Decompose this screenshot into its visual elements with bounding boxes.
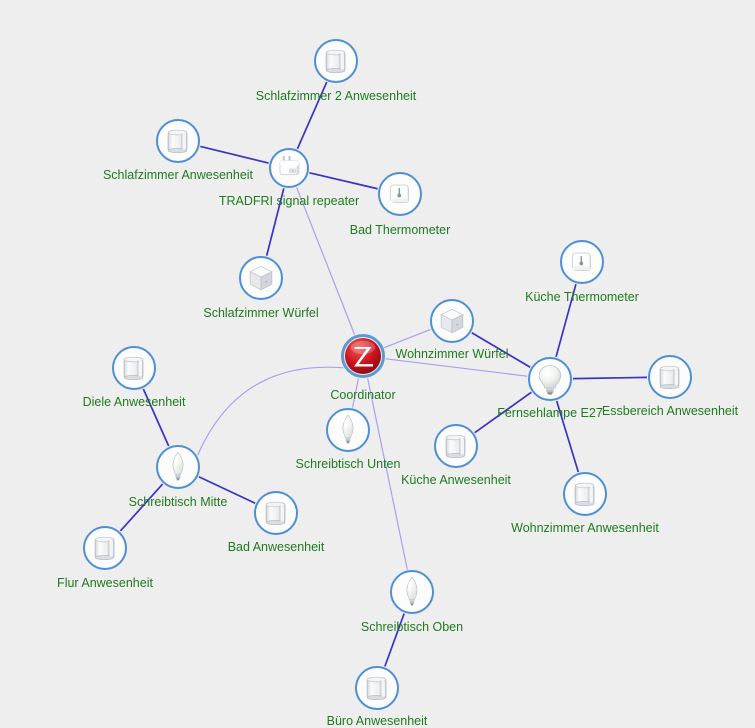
bulb-e27-icon: [528, 357, 572, 401]
node-label-schreibtisch_unten: Schreibtisch Unten: [295, 457, 401, 471]
node-wohnzimmer_wuerfel[interactable]: [430, 299, 474, 343]
node-bad_thermometer[interactable]: [378, 172, 422, 216]
motion-sensor-icon: [434, 424, 478, 468]
node-label-schlafzimmer_anwesenheit: Schlafzimmer Anwesenheit: [102, 168, 254, 182]
node-fernsehlampe_e27[interactable]: [528, 357, 572, 401]
node-diele_anwesenheit[interactable]: [112, 346, 156, 390]
motion-sensor-icon: [314, 39, 358, 83]
zigbee-coordinator-icon: [341, 334, 385, 378]
node-label-bad_thermometer: Bad Thermometer: [349, 223, 451, 237]
motion-sensor-icon: [254, 491, 298, 535]
node-kueche_anwesenheit[interactable]: [434, 424, 478, 468]
node-schlafzimmer_wuerfel[interactable]: [239, 256, 283, 300]
node-buero_anwesenheit[interactable]: [355, 666, 399, 710]
motion-sensor-icon: [83, 526, 127, 570]
motion-sensor-icon: [648, 355, 692, 399]
thermometer-icon: [560, 240, 604, 284]
cube-sensor-icon: [430, 299, 474, 343]
node-label-buero_anwesenheit: Büro Anwesenheit: [326, 714, 428, 728]
node-label-coordinator: Coordinator: [330, 388, 396, 402]
node-label-wohnzimmer_wuerfel: Wohnzimmer Würfel: [395, 347, 509, 361]
node-schlafzimmer_2_anwesenheit[interactable]: [314, 39, 358, 83]
motion-sensor-icon: [355, 666, 399, 710]
node-label-diele_anwesenheit: Diele Anwesenheit: [82, 395, 186, 409]
node-schreibtisch_oben[interactable]: [390, 570, 434, 614]
node-label-kueche_anwesenheit: Küche Anwesenheit: [401, 473, 511, 487]
motion-sensor-icon: [112, 346, 156, 390]
motion-sensor-icon: [156, 119, 200, 163]
motion-sensor-icon: [563, 472, 607, 516]
node-label-bad_anwesenheit: Bad Anwesenheit: [227, 540, 325, 554]
node-label-essbereich_anwesenheit: Essbereich Anwesenheit: [601, 404, 739, 418]
cube-sensor-icon: [239, 256, 283, 300]
node-schreibtisch_unten[interactable]: [326, 408, 370, 452]
node-wohnzimmer_anwesenheit[interactable]: [563, 472, 607, 516]
node-bad_anwesenheit[interactable]: [254, 491, 298, 535]
node-flur_anwesenheit[interactable]: [83, 526, 127, 570]
node-kueche_thermometer[interactable]: [560, 240, 604, 284]
bulb-candle-icon: [156, 445, 200, 489]
node-label-flur_anwesenheit: Flur Anwesenheit: [57, 576, 153, 590]
node-label-kueche_thermometer: Küche Thermometer: [525, 290, 639, 304]
node-label-schlafzimmer_wuerfel: Schlafzimmer Würfel: [203, 306, 319, 320]
node-label-schreibtisch_mitte: Schreibtisch Mitte: [128, 495, 228, 509]
thermometer-icon: [378, 172, 422, 216]
node-label-schreibtisch_oben: Schreibtisch Oben: [360, 620, 464, 634]
node-essbereich_anwesenheit[interactable]: [648, 355, 692, 399]
bulb-candle-icon: [390, 570, 434, 614]
node-schlafzimmer_anwesenheit[interactable]: [156, 119, 200, 163]
node-label-schlafzimmer_2_anwesenheit: Schlafzimmer 2 Anwesenheit: [255, 89, 417, 103]
node-tradfri_repeater[interactable]: [269, 148, 309, 188]
bulb-candle-icon: [326, 408, 370, 452]
node-label-fernsehlampe_e27: Fernsehlampe E27: [497, 406, 603, 420]
node-label-wohnzimmer_anwesenheit: Wohnzimmer Anwesenheit: [511, 521, 659, 535]
node-coordinator[interactable]: [341, 334, 385, 378]
node-label-tradfri_repeater: TRADFRI signal repeater: [218, 194, 360, 208]
signal-repeater-icon: [269, 148, 309, 188]
node-schreibtisch_mitte[interactable]: [156, 445, 200, 489]
